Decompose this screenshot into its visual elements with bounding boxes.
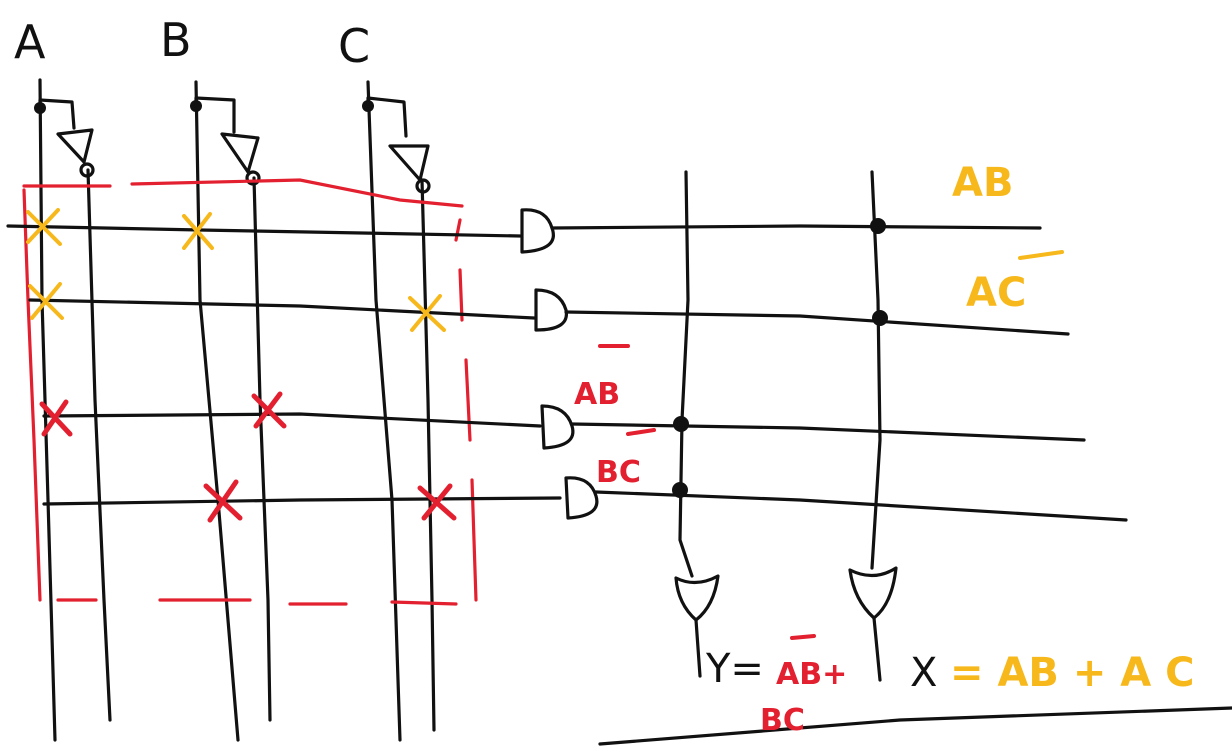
or-dot-2 — [872, 310, 888, 326]
output-y-prefix: Y= — [705, 646, 764, 692]
or-plane-lines — [550, 224, 1128, 522]
or-gate-x — [848, 566, 898, 620]
term-label-bc-not: BC — [596, 455, 641, 490]
term-label-ab: AB — [952, 160, 1013, 206]
or-gate-y — [674, 574, 720, 622]
output-y-expr2: BC — [760, 703, 805, 738]
and-plane-border — [22, 178, 478, 606]
or-plane-verticals — [672, 170, 888, 578]
output-y-expr: AB+ — [776, 657, 847, 692]
term-label-ac-bar — [1018, 250, 1064, 260]
input-label-c: C — [338, 19, 370, 73]
input-lines — [38, 78, 436, 742]
line-b — [194, 80, 240, 742]
line-a-not — [86, 168, 112, 722]
or-dot-3 — [673, 416, 689, 432]
and-gates — [520, 208, 599, 520]
line-c — [366, 80, 402, 742]
or-dot-1 — [870, 218, 886, 234]
and-gate-1 — [520, 208, 555, 254]
output-x-prefix: X — [910, 650, 937, 696]
and-gate-3 — [540, 404, 575, 450]
output-x-expr: = AB + A C — [950, 650, 1195, 696]
and-gate-4 — [564, 476, 599, 520]
term-label-ac: AC — [966, 270, 1026, 316]
input-label-b: B — [160, 13, 192, 67]
connections — [26, 208, 457, 523]
and-gate-2 — [534, 288, 569, 332]
term-label-bc-not-bar — [626, 428, 656, 436]
line-c-not — [420, 178, 436, 732]
line-a — [38, 78, 57, 742]
line-b-not — [252, 176, 272, 722]
or-gates — [674, 566, 898, 682]
input-label-a: A — [14, 15, 46, 69]
bottom-bus — [598, 706, 1232, 746]
or-dot-4 — [672, 482, 688, 498]
inverters — [34, 96, 431, 194]
term-label-ab-not: AB — [574, 377, 620, 412]
